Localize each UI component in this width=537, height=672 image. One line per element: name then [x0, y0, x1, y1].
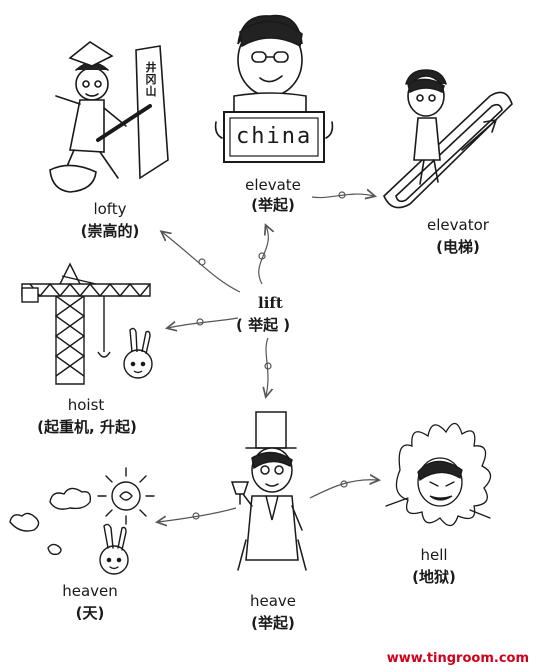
arrow-lift-to-lofty — [162, 232, 241, 293]
node-hell-word: hell — [420, 546, 448, 564]
node-elevator-word: elevator — [427, 216, 489, 234]
node-lofty-gloss: (崇高的) — [80, 222, 140, 240]
node-heave-word: heave — [249, 592, 297, 610]
node-lofty-word: lofty — [93, 200, 127, 218]
arrow-heave-to-heaven — [158, 507, 237, 522]
sign-text: china — [236, 124, 313, 149]
arrow-lift-to-elevate — [258, 226, 269, 285]
mountain-text: 井冈山 — [145, 61, 157, 98]
arrow-elevate-to-elevator — [311, 194, 374, 198]
node-heave-gloss: (举起) — [251, 614, 295, 632]
elevate-illustration — [214, 14, 334, 163]
arrow-lift-to-hoist — [168, 317, 239, 328]
center-word: lift — [258, 294, 283, 312]
node-elevate-word: elevate — [245, 176, 301, 194]
arrow-lift-to-heave — [266, 337, 268, 396]
lofty-illustration — [49, 41, 169, 193]
heaven-illustration — [9, 467, 155, 575]
arrow-heave-to-hell — [309, 480, 378, 499]
node-hoist-word: hoist — [67, 396, 105, 414]
hell-illustration — [385, 422, 492, 527]
heave-illustration — [230, 411, 307, 571]
hoist-illustration — [21, 262, 153, 385]
node-heaven-gloss: (天) — [75, 604, 105, 622]
node-elevate-gloss: (举起) — [251, 196, 295, 214]
center-gloss: ( 举起 ) — [236, 316, 291, 334]
node-elevator-gloss: (电梯) — [436, 238, 480, 256]
connector-arrows — [158, 192, 378, 522]
node-heaven-word: heaven — [62, 582, 118, 600]
elevator-illustration — [383, 69, 513, 209]
node-hell-gloss: (地狱) — [412, 568, 456, 586]
node-hoist-gloss: (起重机, 升起) — [37, 418, 137, 436]
watermark: www.tingroom.com — [386, 651, 529, 666]
